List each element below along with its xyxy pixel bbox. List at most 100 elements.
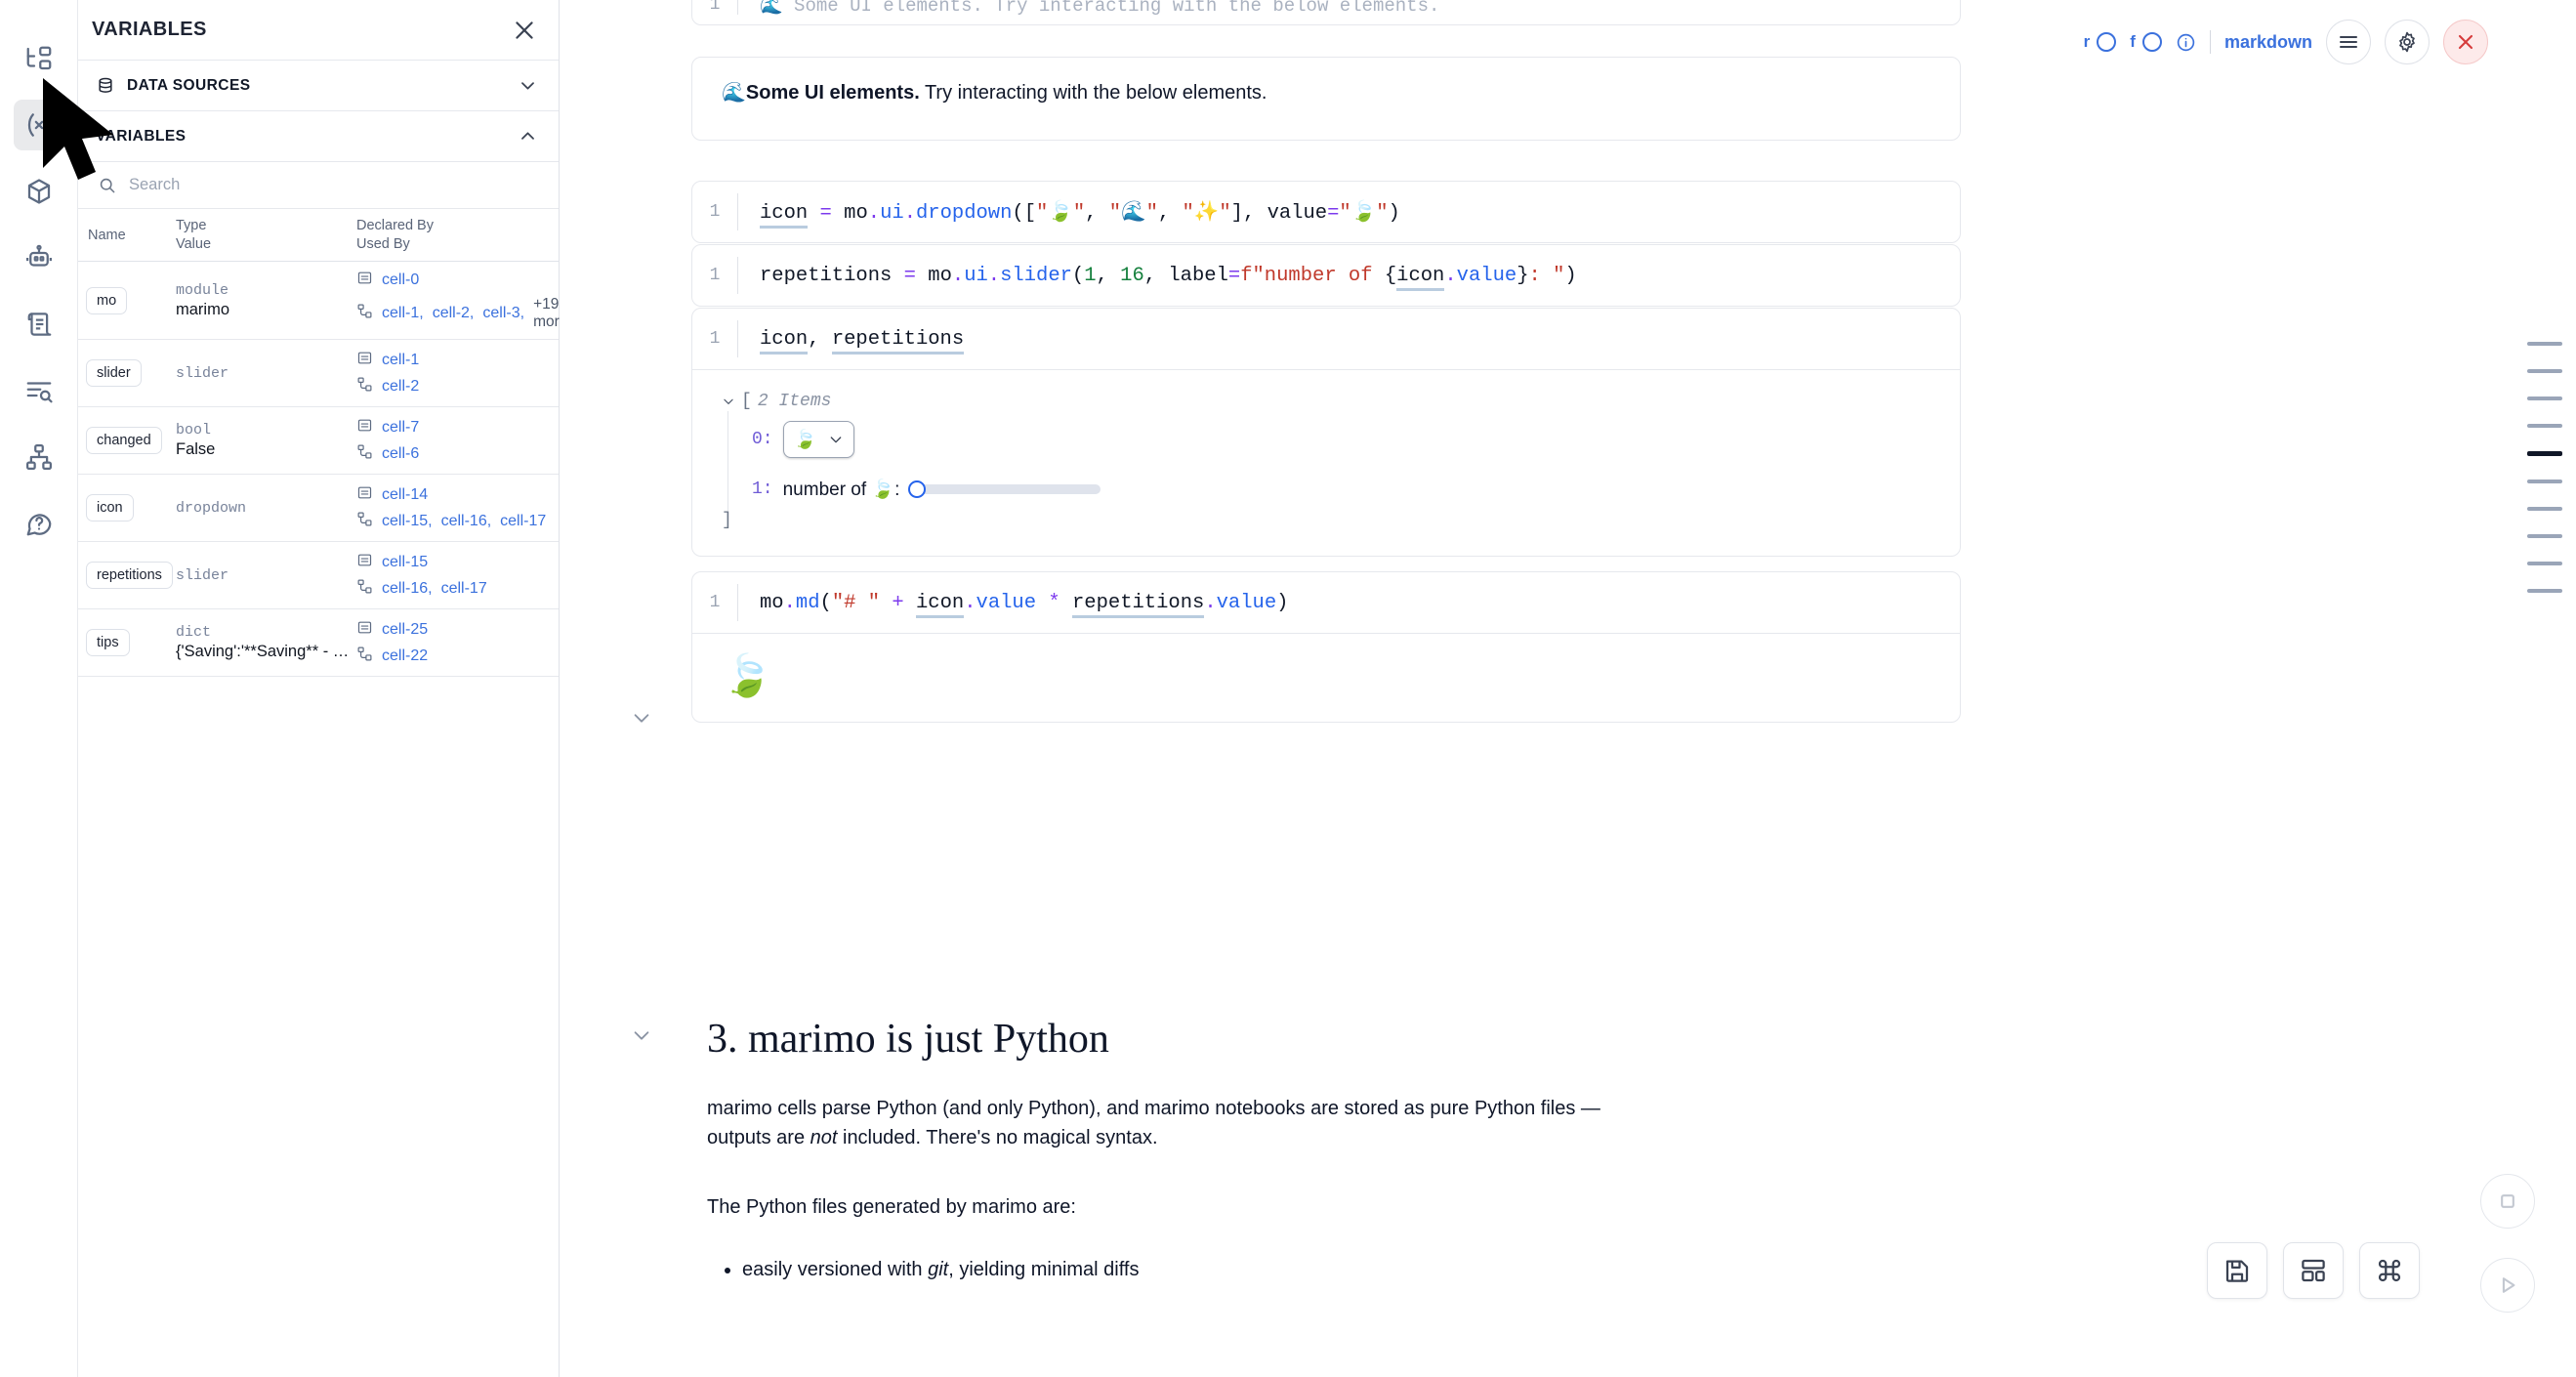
cell-link[interactable]: cell-22 xyxy=(382,647,429,664)
cell-link[interactable]: cell-7 xyxy=(382,418,420,436)
cell-link[interactable]: cell-1 xyxy=(382,351,420,368)
markdown-cell-peek[interactable]: 1 🌊 Some UI elements. Try interacting wi… xyxy=(691,0,1961,25)
cell-link[interactable]: cell-1, xyxy=(382,305,424,321)
code-token: f"number of xyxy=(1240,264,1385,287)
close-panel-button[interactable] xyxy=(512,18,537,43)
minimap-mark[interactable] xyxy=(2527,451,2562,456)
cell-link[interactable]: cell-15, xyxy=(382,512,433,529)
package-icon[interactable] xyxy=(14,166,64,217)
variable-name-chip[interactable]: tips xyxy=(86,629,130,656)
variable-name-chip[interactable]: changed xyxy=(86,427,162,454)
command-palette-button[interactable] xyxy=(2359,1242,2420,1299)
section-collapse-chevron[interactable] xyxy=(631,1024,652,1046)
variable-name-chip[interactable]: slider xyxy=(86,359,142,387)
code-token: ([ xyxy=(1012,201,1037,225)
code-content[interactable]: icon = mo.ui.dropdown(["🍃", "🌊", "✨"], v… xyxy=(738,200,1400,229)
table-row[interactable]: icon dropdown cell-14 cell-15, cell-16, cell-… xyxy=(78,475,559,542)
minimap-scrollbar[interactable] xyxy=(2527,342,2562,593)
code-content[interactable]: repetitions = mo.ui.slider(1, 16, label=… xyxy=(738,264,1577,291)
slider-widget[interactable] xyxy=(908,480,1101,498)
more-cells-label[interactable]: +19 more xyxy=(533,296,568,330)
help-icon[interactable] xyxy=(14,498,64,549)
dropdown-widget[interactable]: 🍃 xyxy=(782,421,855,458)
used-by-icon xyxy=(356,443,373,465)
minimap-mark[interactable] xyxy=(2527,507,2562,511)
cell-link[interactable]: cell-16, xyxy=(440,512,492,529)
run-button[interactable] xyxy=(2480,1258,2535,1313)
used-by-line: cell-2 xyxy=(356,376,553,397)
variable-name-cell: changed xyxy=(78,427,176,454)
chevron-down-icon[interactable] xyxy=(519,76,537,95)
ref-toggle-r[interactable]: r xyxy=(2084,32,2117,52)
variable-name-chip[interactable]: mo xyxy=(86,286,128,314)
variable-name-chip[interactable]: icon xyxy=(86,494,134,522)
gear-icon[interactable] xyxy=(2385,20,2430,64)
cell-link[interactable]: cell-2 xyxy=(382,377,420,395)
variable-value: marimo xyxy=(176,300,230,318)
search-input[interactable] xyxy=(129,176,539,194)
save-button[interactable] xyxy=(2207,1242,2267,1299)
variable-type-value-cell: dropdown xyxy=(176,500,356,517)
variable-name-chip[interactable]: repetitions xyxy=(86,562,173,589)
minimap-mark[interactable] xyxy=(2527,396,2562,400)
minimap-mark[interactable] xyxy=(2527,562,2562,565)
section-data-sources[interactable]: DATA SOURCES xyxy=(78,61,559,111)
used-by-line: cell-16, cell-17 xyxy=(356,578,553,600)
minimap-mark[interactable] xyxy=(2527,369,2562,373)
minimap-mark[interactable] xyxy=(2527,424,2562,428)
robot-icon[interactable] xyxy=(14,232,64,283)
minimap-mark[interactable] xyxy=(2527,480,2562,483)
variable-cells-cell: cell-15 cell-16, cell-17 xyxy=(356,552,559,600)
cell-language-label[interactable]: markdown xyxy=(2223,31,2312,52)
chevron-down-icon[interactable] xyxy=(722,395,735,408)
output-tree-header[interactable]: [2 Items xyxy=(722,392,1931,411)
code-content[interactable]: mo.md("# " + icon.value * repetitions.va… xyxy=(738,591,1288,618)
stop-button[interactable] xyxy=(2480,1174,2535,1229)
cell-link[interactable]: cell-0 xyxy=(382,271,420,288)
cell-collapse-chevron[interactable] xyxy=(631,707,652,729)
cell-link[interactable]: cell-6 xyxy=(382,444,420,462)
documentation-icon[interactable] xyxy=(14,299,64,350)
cell-link[interactable]: cell-2, xyxy=(432,305,475,321)
ref-ring-f[interactable] xyxy=(2141,32,2162,52)
code-token: . xyxy=(903,201,916,225)
ref-toggle-f[interactable]: f xyxy=(2130,32,2162,52)
cell-link[interactable]: cell-14 xyxy=(382,485,429,503)
close-icon[interactable] xyxy=(2443,20,2488,64)
cell-link[interactable]: cell-16, xyxy=(382,579,433,597)
cell-link[interactable]: cell-25 xyxy=(382,620,429,638)
column-header-value: Value xyxy=(176,236,212,252)
minimap-mark[interactable] xyxy=(2527,589,2562,593)
markdown-output-cell[interactable]: 🌊Some UI elements. Try interacting with … xyxy=(691,57,1961,141)
code-content[interactable]: icon, repetitions xyxy=(738,327,965,355)
variables-icon[interactable] xyxy=(13,100,64,150)
dependency-graph-icon[interactable] xyxy=(14,432,64,482)
outline-search-icon[interactable] xyxy=(14,365,64,416)
cell-link[interactable]: cell-17 xyxy=(500,512,547,529)
minimap-mark[interactable] xyxy=(2527,534,2562,538)
hamburger-icon[interactable] xyxy=(2326,20,2371,64)
ref-ring-r[interactable] xyxy=(2097,32,2117,52)
chevron-up-icon[interactable] xyxy=(519,127,537,146)
python-section: 3. marimo is just Python marimo cells pa… xyxy=(634,1006,1961,1284)
slider-knob[interactable] xyxy=(908,480,927,498)
variable-name-cell: mo xyxy=(78,286,176,314)
layout-button[interactable] xyxy=(2283,1242,2344,1299)
cell-link[interactable]: cell-3, xyxy=(482,305,525,321)
file-tree-icon[interactable] xyxy=(14,33,64,84)
info-icon[interactable] xyxy=(2176,32,2196,53)
section-variables[interactable]: VARIABLES xyxy=(78,111,559,162)
minimap-mark[interactable] xyxy=(2527,342,2562,346)
cell-link[interactable]: cell-15 xyxy=(382,553,429,570)
cell-link[interactable]: cell-17 xyxy=(440,579,487,597)
